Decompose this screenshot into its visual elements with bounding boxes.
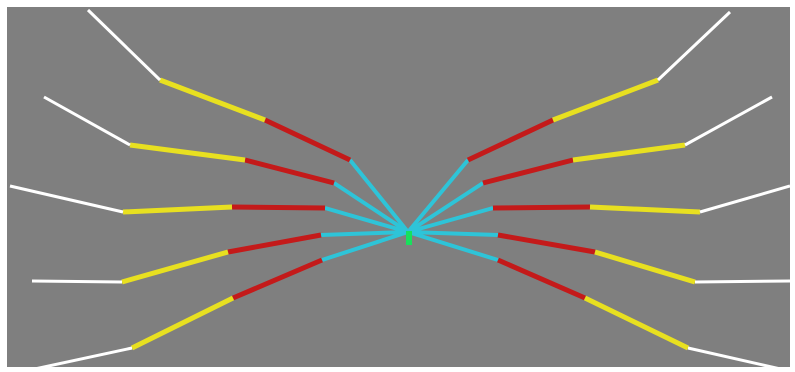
segment-inner xyxy=(493,207,590,208)
segment-tip xyxy=(32,281,122,282)
scene-background xyxy=(7,7,790,367)
center-joint-marker xyxy=(406,231,412,245)
render-viewport xyxy=(7,7,790,367)
segment-inner xyxy=(232,207,325,208)
skeleton-scene xyxy=(7,7,790,367)
segment-tip xyxy=(695,281,790,282)
